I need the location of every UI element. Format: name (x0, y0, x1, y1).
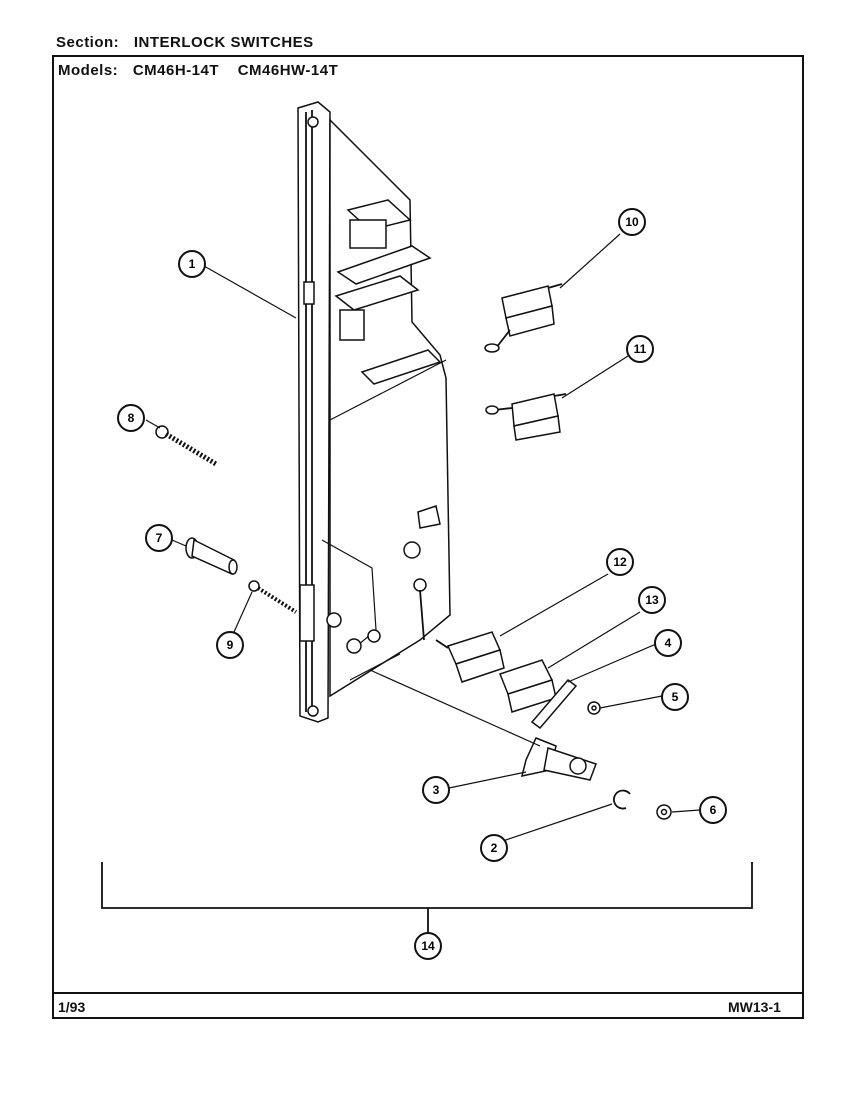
models-label: Models: (58, 62, 119, 79)
callout-10-label: 10 (625, 215, 639, 229)
leader-lines (145, 233, 701, 845)
section-label: Section: (56, 34, 120, 51)
section-header: Section: INTERLOCK SWITCHES (56, 34, 328, 51)
explode-lines (369, 669, 541, 747)
callout-4: 4 (654, 629, 682, 657)
callout-6: 6 (699, 796, 727, 824)
assembly-bracket (101, 862, 753, 934)
section-value: INTERLOCK SWITCHES (133, 34, 314, 51)
part-bracket (297, 101, 451, 723)
callout-2: 2 (480, 834, 508, 862)
callout-12-label: 12 (613, 555, 627, 569)
model-2: CM46HW-14T (237, 62, 339, 79)
callout-10: 10 (618, 208, 646, 236)
footer-code: MW13-1 (728, 999, 781, 1015)
callout-1: 1 (178, 250, 206, 278)
part-long-screw (155, 425, 218, 467)
callout-2-label: 2 (491, 841, 498, 855)
callout-6-label: 6 (710, 803, 717, 817)
model-1: CM46H-14T (132, 62, 220, 79)
callout-13: 13 (638, 586, 666, 614)
footer-divider (52, 992, 804, 994)
part-nut-6 (656, 804, 672, 820)
callout-9: 9 (216, 631, 244, 659)
part-switch-middle (485, 393, 567, 441)
models-header: Models: CM46H-14T CM46HW-14T (58, 62, 352, 79)
part-pin (185, 537, 238, 576)
callout-7-label: 7 (156, 531, 163, 545)
callout-7: 7 (145, 524, 173, 552)
callout-11-label: 11 (634, 342, 647, 356)
callout-5: 5 (661, 683, 689, 711)
part-switch-upper (484, 283, 563, 353)
callout-1-label: 1 (189, 257, 196, 271)
part-actuator (520, 737, 597, 781)
callout-12: 12 (606, 548, 634, 576)
footer-date: 1/93 (58, 999, 86, 1015)
part-clip-2 (613, 789, 631, 810)
callout-4-label: 4 (665, 636, 672, 650)
part-short-screw (248, 580, 298, 614)
callout-9-label: 9 (227, 638, 234, 652)
callout-11: 11 (626, 335, 654, 363)
part-lever (530, 678, 578, 730)
callout-14-label: 14 (421, 939, 435, 953)
diagram-frame (52, 55, 804, 1019)
part-switch-12 (435, 631, 505, 683)
callout-5-label: 5 (672, 690, 679, 704)
callout-13-label: 13 (645, 593, 659, 607)
callout-3: 3 (422, 776, 450, 804)
callout-14: 14 (414, 932, 442, 960)
callout-8-label: 8 (128, 411, 135, 425)
callout-8: 8 (117, 404, 145, 432)
callout-3-label: 3 (433, 783, 440, 797)
part-nut-5 (587, 701, 601, 715)
